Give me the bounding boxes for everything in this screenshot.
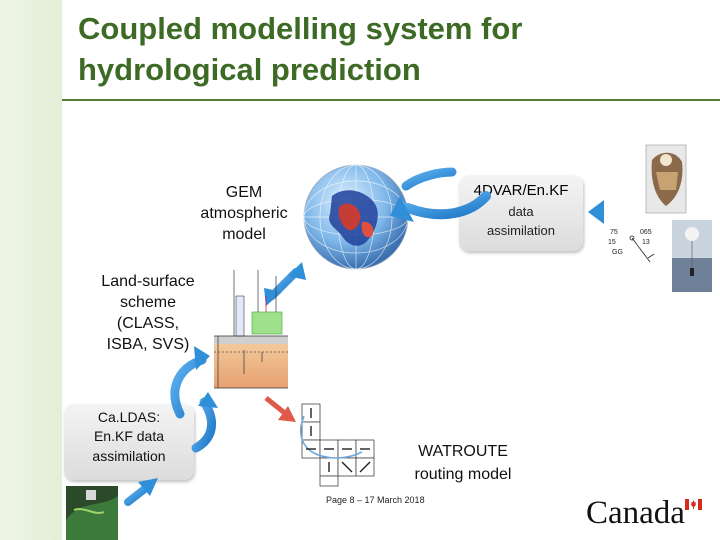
- title-divider: [62, 99, 720, 101]
- canada-wordmark: Canada: [586, 495, 685, 531]
- caldas-box: Ca.LDAS: En.KF data assimilation: [64, 404, 194, 480]
- assimilation-feedback-arrow: [390, 167, 491, 222]
- weather-balloon-icon: [672, 220, 712, 292]
- page-footer: Page 8 – 17 March 2018: [326, 495, 425, 505]
- caldas-line-1: Ca.LDAS:: [97, 409, 161, 425]
- canada-flag-icon: [685, 499, 702, 510]
- assimilation-subtitle: data assimilation: [459, 202, 583, 240]
- gem-label-line-1: GEM: [225, 184, 263, 201]
- caldas-line-3: assimilation: [92, 448, 166, 464]
- land-surface-line-2: scheme: [119, 294, 177, 311]
- sidebar-band: [0, 0, 62, 540]
- obs-chart-value-1: 75: [610, 229, 618, 236]
- caldas-line-2: En.KF data: [93, 428, 165, 444]
- obs-input-arrow: [588, 200, 628, 224]
- atmosphere-surface-arrow: [264, 262, 306, 306]
- assimilation-line-3: assimilation: [487, 223, 555, 238]
- land-surface-line-4: ISBA, SVS): [106, 336, 190, 353]
- assimilation-line-2: data: [508, 204, 534, 219]
- runoff-to-routing-arrow: [264, 396, 296, 422]
- surface-to-caldas-arrow: [170, 346, 210, 419]
- land-surface-label: Land-surface scheme (CLASS, ISBA, SVS): [88, 271, 208, 355]
- slide-title: Coupled modelling system for hydrologica…: [78, 8, 708, 90]
- globe-icon: [303, 164, 409, 270]
- obs-chart-value-4: 13: [642, 239, 650, 246]
- gem-label-line-2: atmospheric: [200, 205, 288, 222]
- gem-label: GEM atmospheric model: [190, 182, 298, 245]
- observation-station-chart: 75 065 15 13 GG: [608, 229, 655, 263]
- obs-chart-value-3: 15: [608, 239, 616, 246]
- radar-to-caldas-arrow: [124, 478, 158, 506]
- gem-label-line-3: model: [222, 226, 266, 243]
- satellite-icon: [645, 144, 687, 214]
- title-line-1: Coupled modelling system for: [78, 11, 523, 46]
- routing-grid-icon: [299, 403, 375, 487]
- land-surface-line-1: Land-surface: [101, 273, 195, 290]
- watroute-label: WATROUTE routing model: [398, 440, 528, 486]
- land-surface-line-3: (CLASS,: [116, 315, 180, 332]
- title-line-2: hydrological prediction: [78, 52, 421, 87]
- watroute-line-1: WATROUTE: [418, 443, 508, 460]
- land-surface-scheme-diagram: [214, 270, 288, 389]
- caldas-to-surface-arrow: [191, 392, 218, 453]
- radar-image-icon: [66, 486, 118, 540]
- assimilation-box: 4DVAR/En.KF data assimilation: [459, 175, 583, 251]
- obs-chart-value-5: GG: [612, 249, 623, 256]
- assimilation-title: 4DVAR/En.KF: [473, 182, 569, 199]
- obs-chart-value-2: 065: [640, 229, 652, 236]
- watroute-line-2: routing model: [414, 466, 512, 483]
